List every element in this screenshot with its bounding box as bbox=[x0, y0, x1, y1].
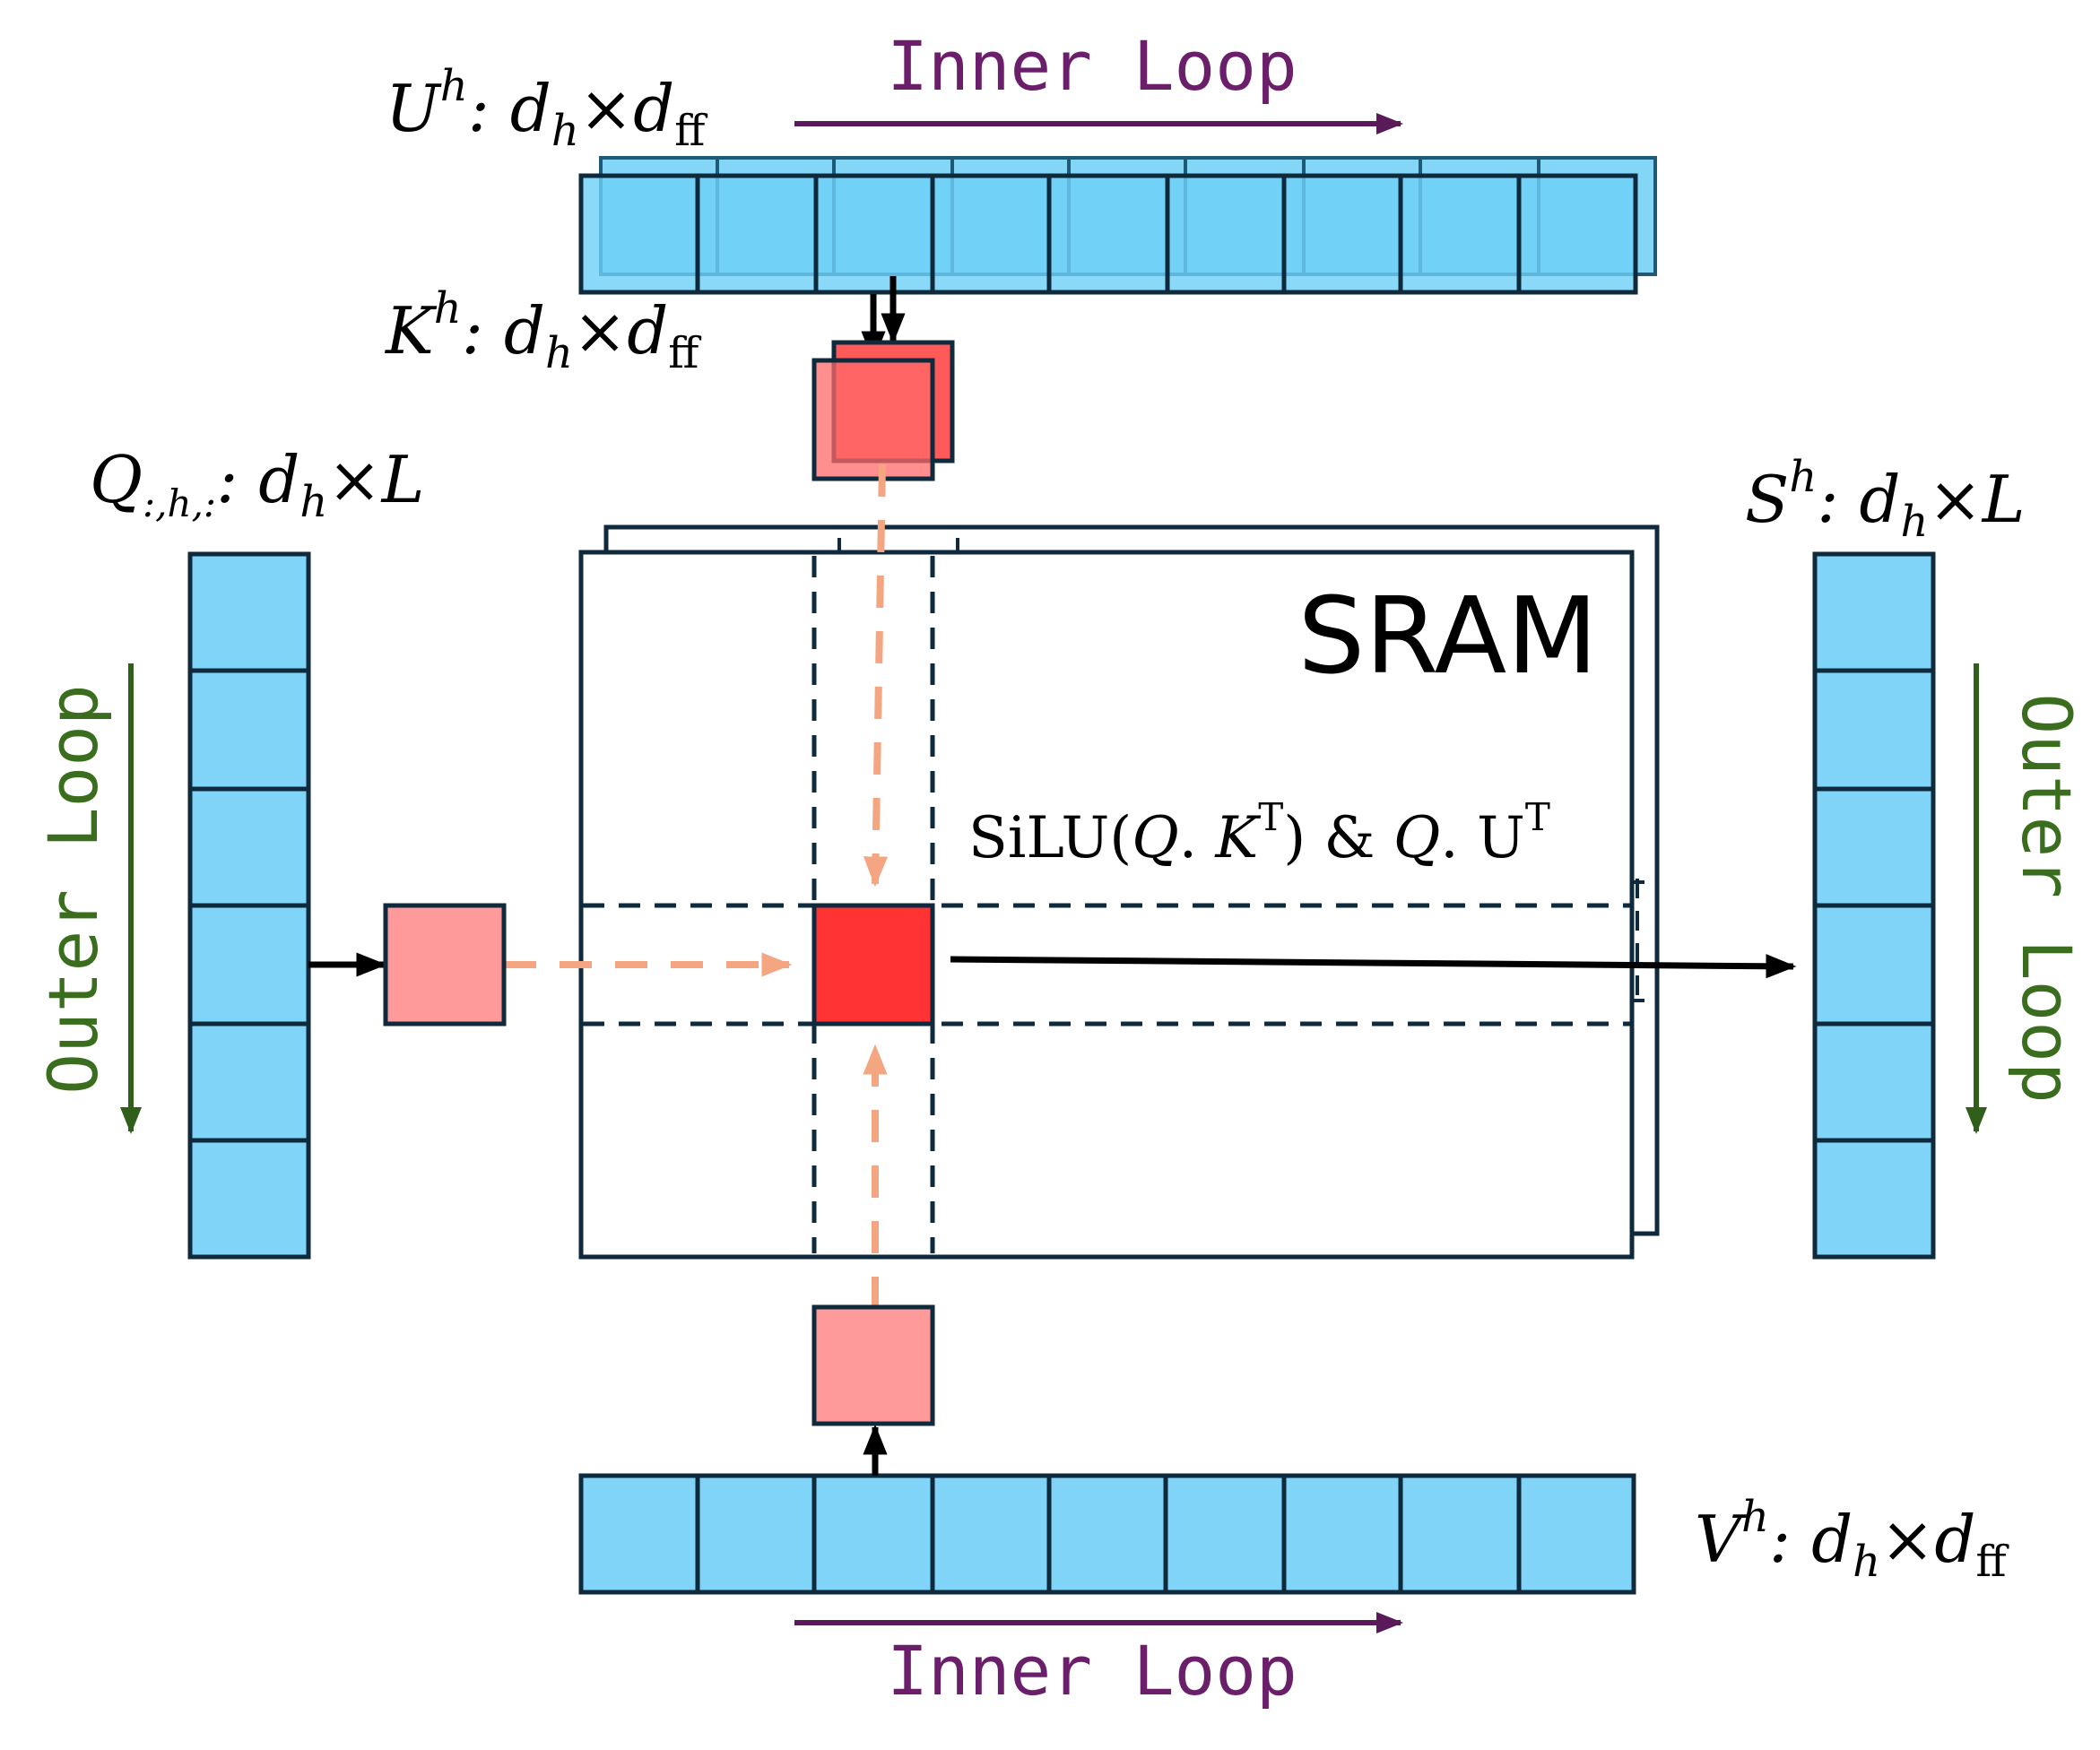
v-label: Vh: dh×dff bbox=[1695, 1492, 2009, 1587]
k-matrix bbox=[578, 173, 1638, 295]
q-label: Q:,h,:: dh×L bbox=[90, 442, 424, 527]
output-tile bbox=[811, 903, 935, 1027]
q-matrix bbox=[187, 551, 311, 1260]
k-label: Kh: dh×dff bbox=[384, 283, 701, 378]
sram-panel bbox=[578, 524, 1660, 1260]
u-label: Uh: dh×dff bbox=[386, 61, 707, 156]
sram-label: SRAM bbox=[1297, 574, 1598, 697]
outer-loop-left-label: Outer Loop bbox=[33, 684, 113, 1095]
v-matrix bbox=[578, 1473, 1636, 1595]
output-arrow bbox=[950, 954, 1797, 979]
s-matrix bbox=[1812, 551, 1936, 1260]
inner-loop-bottom-label: Inner Loop bbox=[887, 1631, 1297, 1711]
dashed-arrow-from-top bbox=[863, 463, 889, 888]
q-tile bbox=[383, 903, 507, 1027]
formula-label: SiLU(Q. KT) & Q. UT bbox=[968, 795, 1550, 871]
s-label: Sh: dh×L bbox=[1745, 452, 2026, 547]
outer-loop-right-label: Outer Loop bbox=[2007, 693, 2087, 1104]
v-tile bbox=[811, 1304, 935, 1426]
inner-loop-top-label: Inner Loop bbox=[887, 26, 1297, 106]
ku-tile bbox=[811, 340, 955, 481]
